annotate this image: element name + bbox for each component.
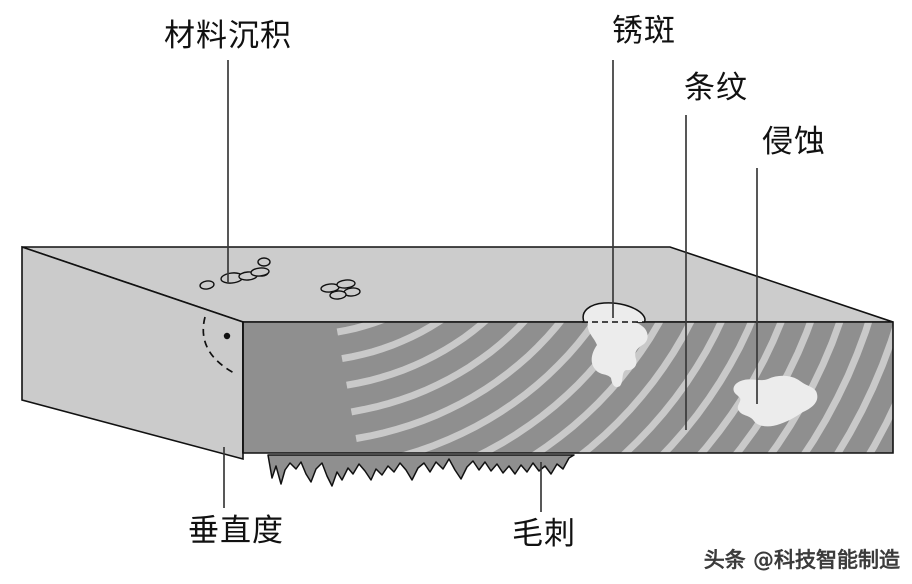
striation-arc	[355, 322, 583, 442]
callout-leader-lines	[223, 60, 758, 512]
label-perpendicularity: 垂直度	[188, 513, 284, 548]
striation-arc	[341, 322, 474, 363]
left-face	[21, 245, 244, 461]
striation-arc	[336, 322, 433, 336]
watermark: 头条 @科技智能制造	[703, 548, 900, 572]
label-material-deposit: 材料沉积	[164, 18, 292, 53]
erosion-defect	[733, 375, 818, 427]
rust-spot-top-lobe	[582, 302, 646, 322]
label-striation: 条纹	[684, 70, 748, 105]
deposit-mark	[250, 267, 270, 277]
plate-block	[21, 245, 912, 461]
perpendicularity-vertex-dot	[223, 332, 231, 340]
striation-arc	[484, 322, 677, 453]
striation-arc	[898, 411, 912, 460]
material-deposit-marks	[199, 257, 361, 300]
deposit-mark	[257, 257, 271, 267]
rust-spot-front-lobe	[587, 322, 648, 387]
label-rust-spot: 锈斑	[612, 13, 676, 48]
label-burr: 毛刺	[512, 516, 576, 551]
striation-arc	[545, 322, 702, 453]
striation-arc	[592, 322, 734, 453]
deposit-mark	[336, 279, 356, 289]
striation-arc	[640, 322, 766, 453]
rust-spot-defect	[582, 302, 648, 387]
deposit-mark	[199, 280, 215, 290]
striation-arc	[350, 322, 546, 416]
perpendicularity-arc	[202, 316, 235, 374]
striation-arc	[346, 322, 517, 389]
deposit-mark	[329, 290, 347, 300]
striation-arc	[857, 322, 893, 453]
burr-shape	[267, 454, 575, 487]
burr-defect	[267, 454, 575, 487]
striation-arc	[782, 322, 877, 453]
perpendicularity-detail	[202, 316, 235, 374]
label-erosion: 侵蚀	[762, 124, 826, 159]
striation-arc	[819, 322, 893, 453]
erosion-blob	[733, 375, 818, 427]
